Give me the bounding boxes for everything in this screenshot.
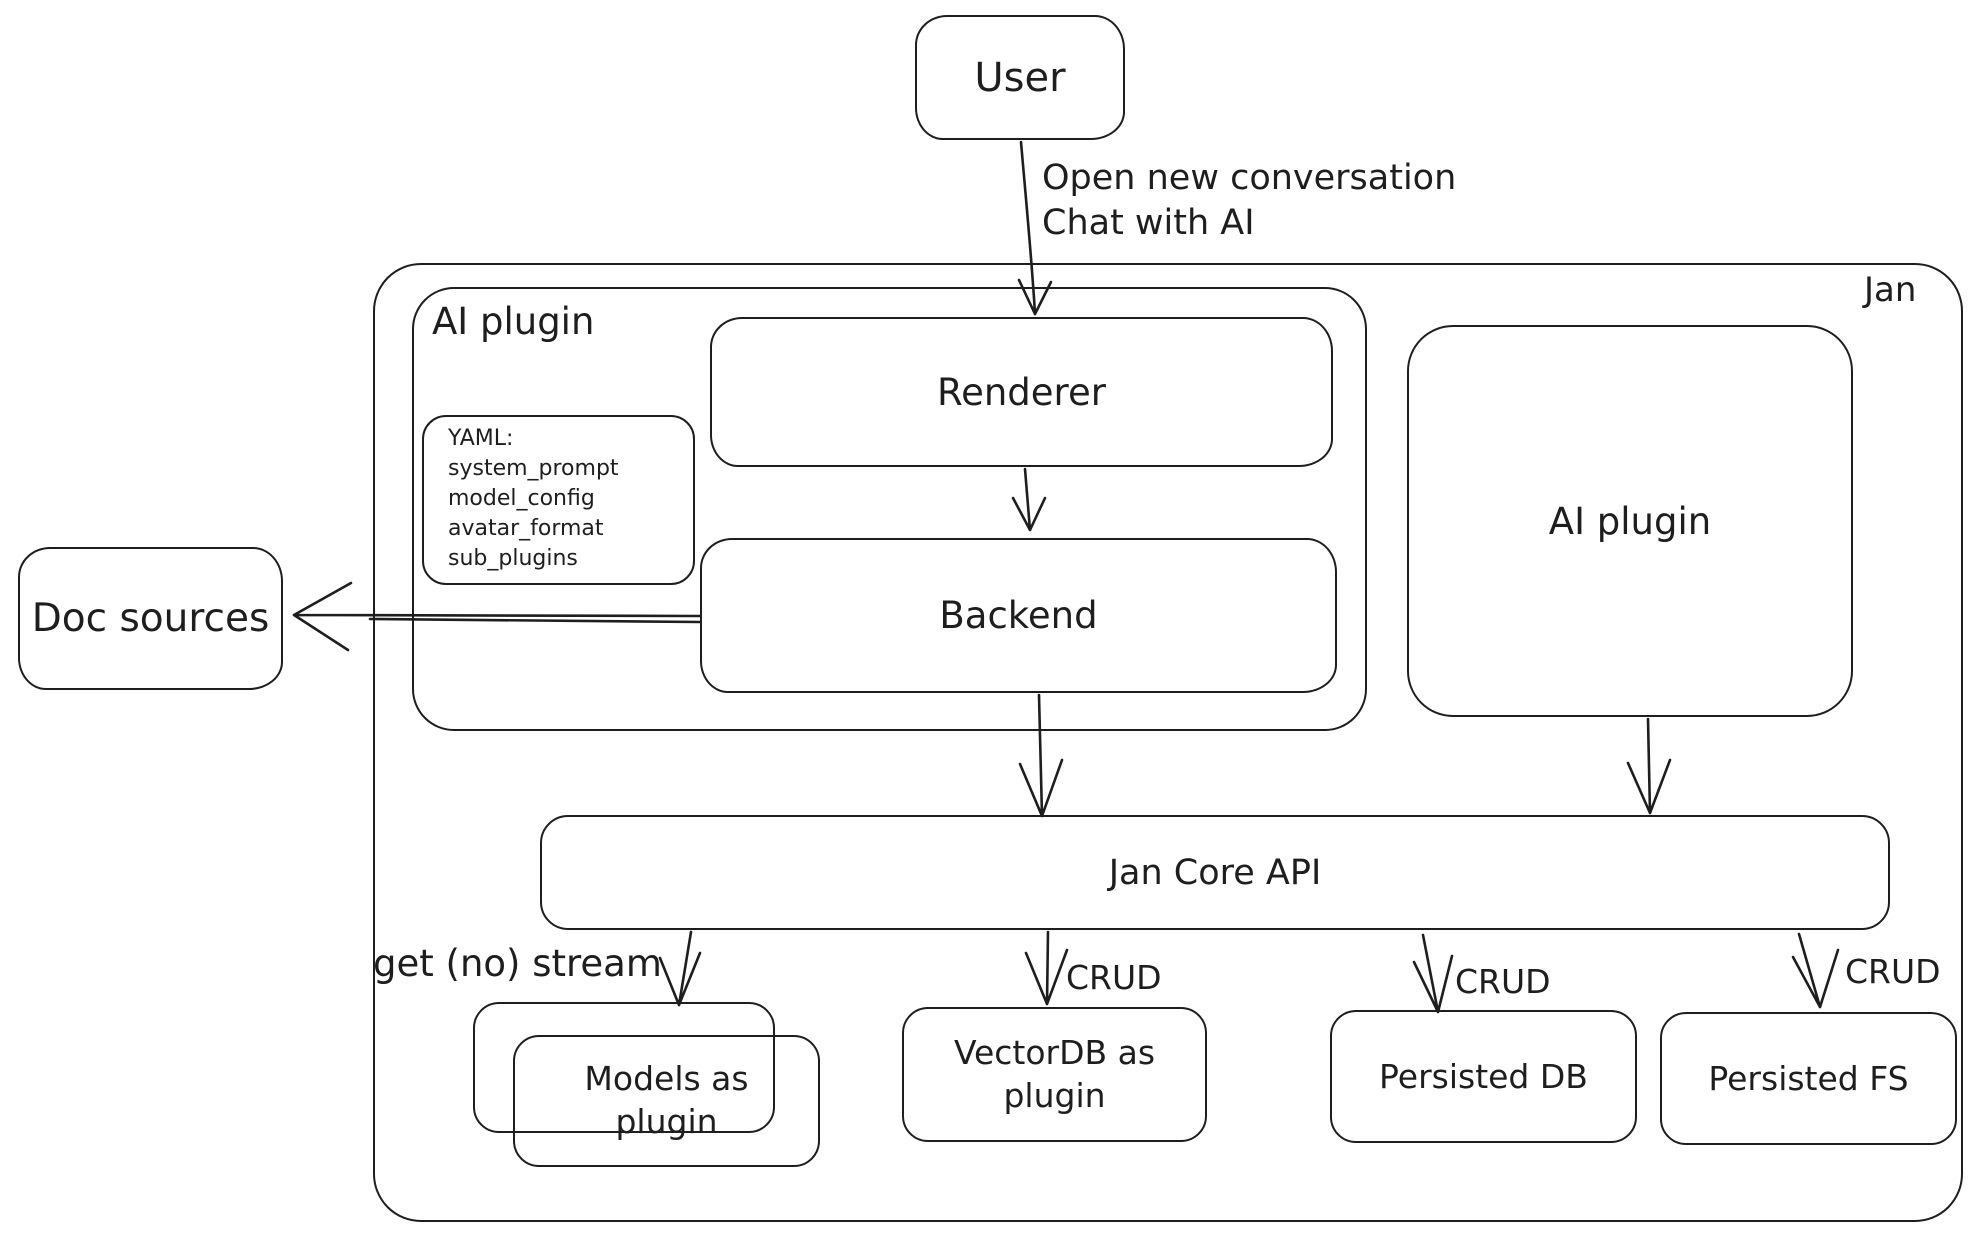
yaml-note-line: avatar_format [448, 516, 604, 541]
ai-plugin-container-label: AI plugin [432, 300, 595, 343]
doc-sources-node: Doc sources [18, 547, 283, 690]
backend-node-label: Backend [939, 594, 1098, 637]
jan-core-api-node-label: Jan Core API [1108, 852, 1322, 893]
user-edge-label-line1: Open new conversation [1042, 158, 1457, 198]
get-no-stream-edge-label: get (no) stream [373, 942, 662, 985]
ai-plugin-right-node-label: AI plugin [1548, 499, 1712, 543]
persisted-db-label: Persisted DB [1379, 1057, 1588, 1096]
vectordb-label-line1: VectorDB as [953, 1032, 1156, 1072]
yaml-note-title: YAML: [448, 426, 514, 451]
crud-persisted-fs-edge-label: CRUD [1845, 952, 1941, 991]
vectordb-label-line2: plugin [1003, 1075, 1106, 1115]
persisted-fs-node: Persisted FS [1660, 1012, 1957, 1145]
models-as-plugin-back-box [473, 1002, 775, 1133]
yaml-note-line: model_config [448, 486, 595, 511]
yaml-note-line: sub_plugins [448, 546, 578, 571]
renderer-node: Renderer [710, 317, 1333, 467]
vectordb-node: VectorDB as plugin [902, 1007, 1207, 1142]
persisted-db-node: Persisted DB [1330, 1010, 1637, 1143]
backend-node: Backend [700, 538, 1337, 693]
user-node: User [915, 15, 1125, 140]
renderer-node-label: Renderer [937, 370, 1106, 414]
ai-plugin-right-node: AI plugin [1407, 325, 1853, 717]
persisted-fs-label: Persisted FS [1708, 1059, 1909, 1098]
crud-persisted-db-edge-label: CRUD [1455, 962, 1551, 1001]
doc-sources-node-label: Doc sources [31, 596, 270, 641]
yaml-note-line: system_prompt [448, 456, 619, 481]
models-as-plugin-label-line2: plugin [615, 1102, 718, 1141]
yaml-note-text: YAML: system_prompt model_config avatar_… [448, 424, 619, 574]
models-as-plugin-node: Models as plugin [513, 1035, 820, 1167]
jan-core-api-node: Jan Core API [540, 815, 1890, 930]
jan-container [373, 263, 1963, 1222]
user-edge-label-line2: Chat with AI [1042, 203, 1255, 243]
crud-vectordb-edge-label: CRUD [1066, 958, 1162, 997]
user-edge-label: Open new conversation Chat with AI [1042, 156, 1456, 246]
models-as-plugin-label-line1: Models as [584, 1059, 749, 1099]
user-node-label: User [974, 54, 1066, 101]
jan-container-label: Jan [1864, 270, 1917, 310]
ai-plugin-container [412, 287, 1367, 731]
